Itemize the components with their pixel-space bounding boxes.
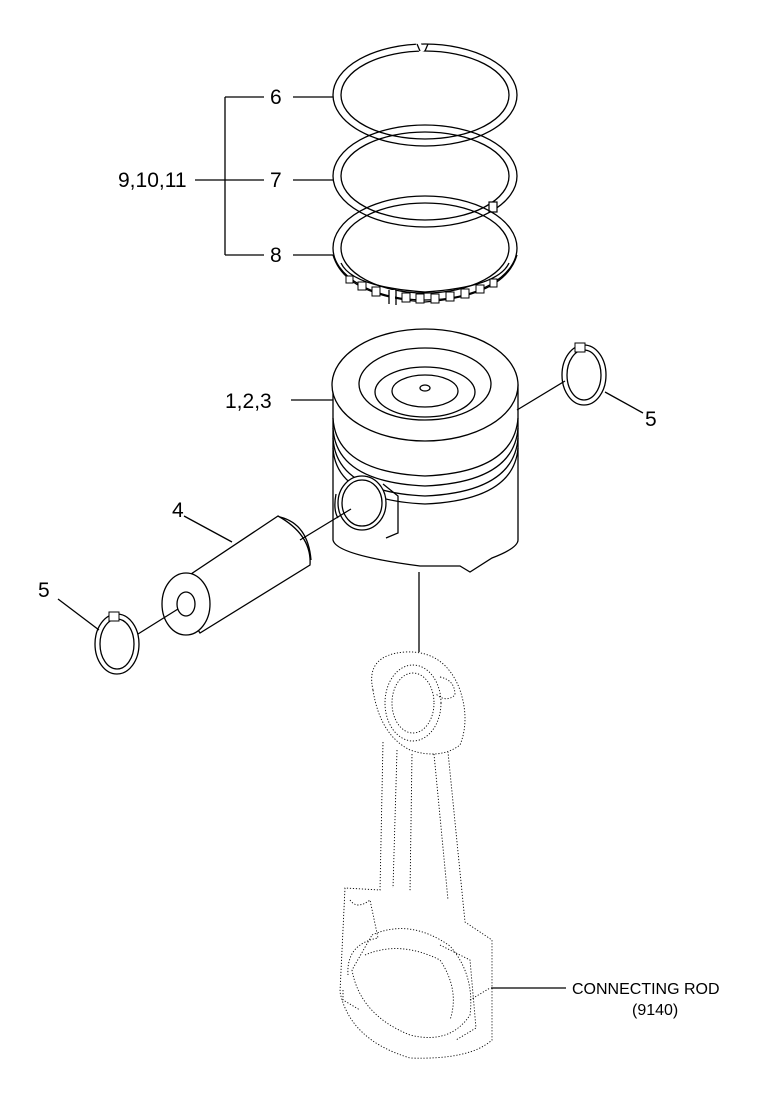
snap-ring-right	[561, 342, 607, 406]
leader-lines	[57, 96, 644, 989]
label-ring-oil: 8	[270, 244, 282, 267]
piston-ring-oil	[332, 195, 518, 305]
label-snap-ring-left: 5	[38, 579, 50, 602]
snap-ring-left	[94, 611, 140, 675]
label-ring-top: 6	[270, 86, 282, 109]
label-piston-pin: 4	[172, 499, 184, 522]
label-ring-set: 9,10,11	[118, 169, 187, 192]
connecting-rod	[339, 651, 493, 1059]
label-connecting-rod-name: CONNECTING ROD	[572, 981, 720, 998]
label-connecting-rod-ref: (9140)	[632, 1002, 679, 1019]
piston-ring-second	[332, 124, 518, 228]
label-ring-second: 7	[270, 169, 282, 192]
label-snap-ring-right: 5	[645, 408, 657, 431]
piston-ring-top	[332, 41, 518, 147]
label-piston: 1,2,3	[225, 390, 272, 413]
piston	[331, 328, 519, 573]
piston-pin	[161, 515, 312, 636]
